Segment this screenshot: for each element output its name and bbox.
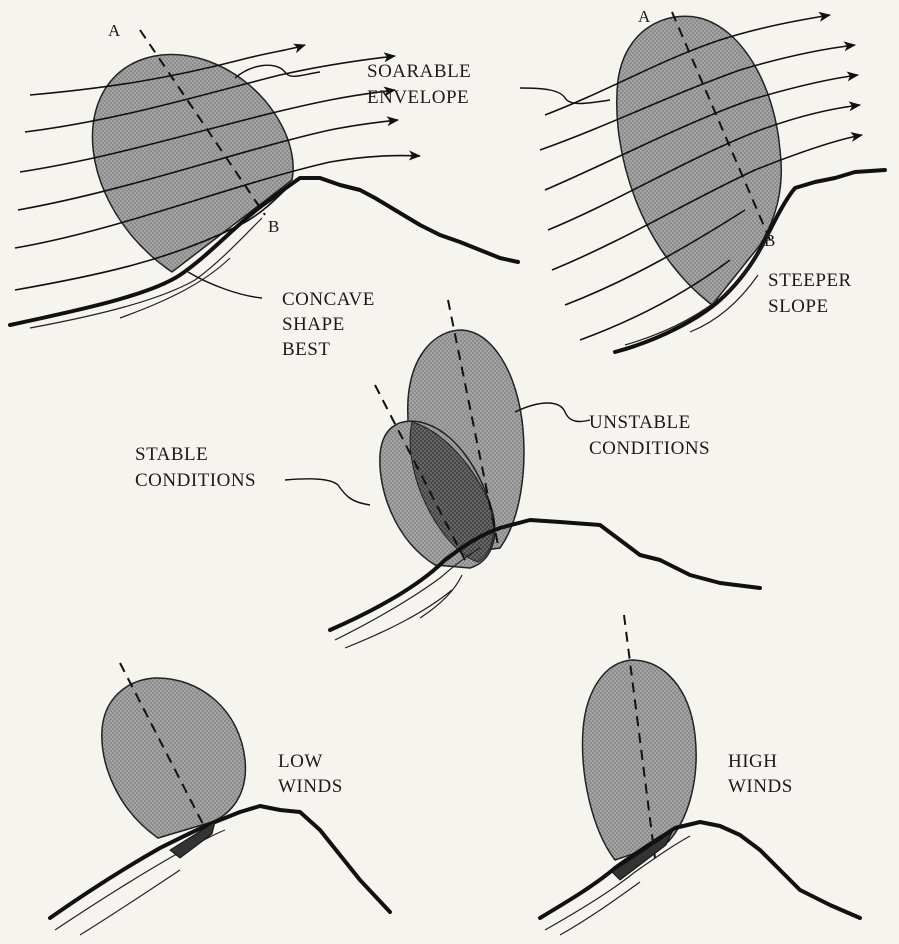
steeper-point-a-label: A [638, 7, 651, 26]
concave-label-line3: BEST [282, 339, 330, 360]
steeper-label-line2: SLOPE [768, 296, 829, 317]
panel-low-winds: LOW WINDS [50, 663, 390, 935]
point-b-label: B [268, 217, 279, 236]
soarable-label-line1: SOARABLE [367, 61, 471, 82]
unstable-label-line1: UNSTABLE [589, 412, 691, 433]
low-winds-label-line2: WINDS [278, 776, 343, 797]
stable-label-line2: CONDITIONS [135, 470, 256, 491]
steeper-envelope-shape [617, 16, 782, 305]
high-winds-ground [540, 822, 860, 918]
panel-high-winds: HIGH WINDS [540, 615, 860, 935]
middle-hill-ground [330, 520, 760, 630]
point-a-label: A [108, 21, 121, 40]
low-winds-label-line1: LOW [278, 751, 323, 772]
steeper-point-b-label: B [764, 231, 775, 250]
panel-steeper-slope: A B STEEPER SLOPE [520, 7, 885, 352]
high-winds-label-line2: WINDS [728, 776, 793, 797]
unstable-label-line2: CONDITIONS [589, 438, 710, 459]
panel-stability: UNSTABLE CONDITIONS STABLE CONDITIONS [135, 300, 760, 648]
steeper-envelope-pointer [520, 88, 610, 104]
low-winds-ground [50, 806, 390, 918]
concave-label-line2: SHAPE [282, 314, 345, 335]
panel-concave-slope: A B SOARABLE ENVELOPE CONCAVE SHAPE BEST [10, 21, 518, 360]
unstable-pointer [515, 403, 590, 422]
concave-pointer [188, 272, 262, 298]
low-winds-envelope-shape [102, 678, 246, 838]
concave-label-line1: CONCAVE [282, 289, 375, 310]
high-winds-label-line1: HIGH [728, 751, 778, 772]
soarable-envelope-shape [92, 54, 293, 272]
soarable-label-line2: ENVELOPE [367, 87, 469, 108]
high-winds-envelope-shape [583, 660, 697, 860]
stable-label-line1: STABLE [135, 444, 208, 465]
stable-pointer [285, 479, 370, 505]
steeper-label-line1: STEEPER [768, 270, 852, 291]
